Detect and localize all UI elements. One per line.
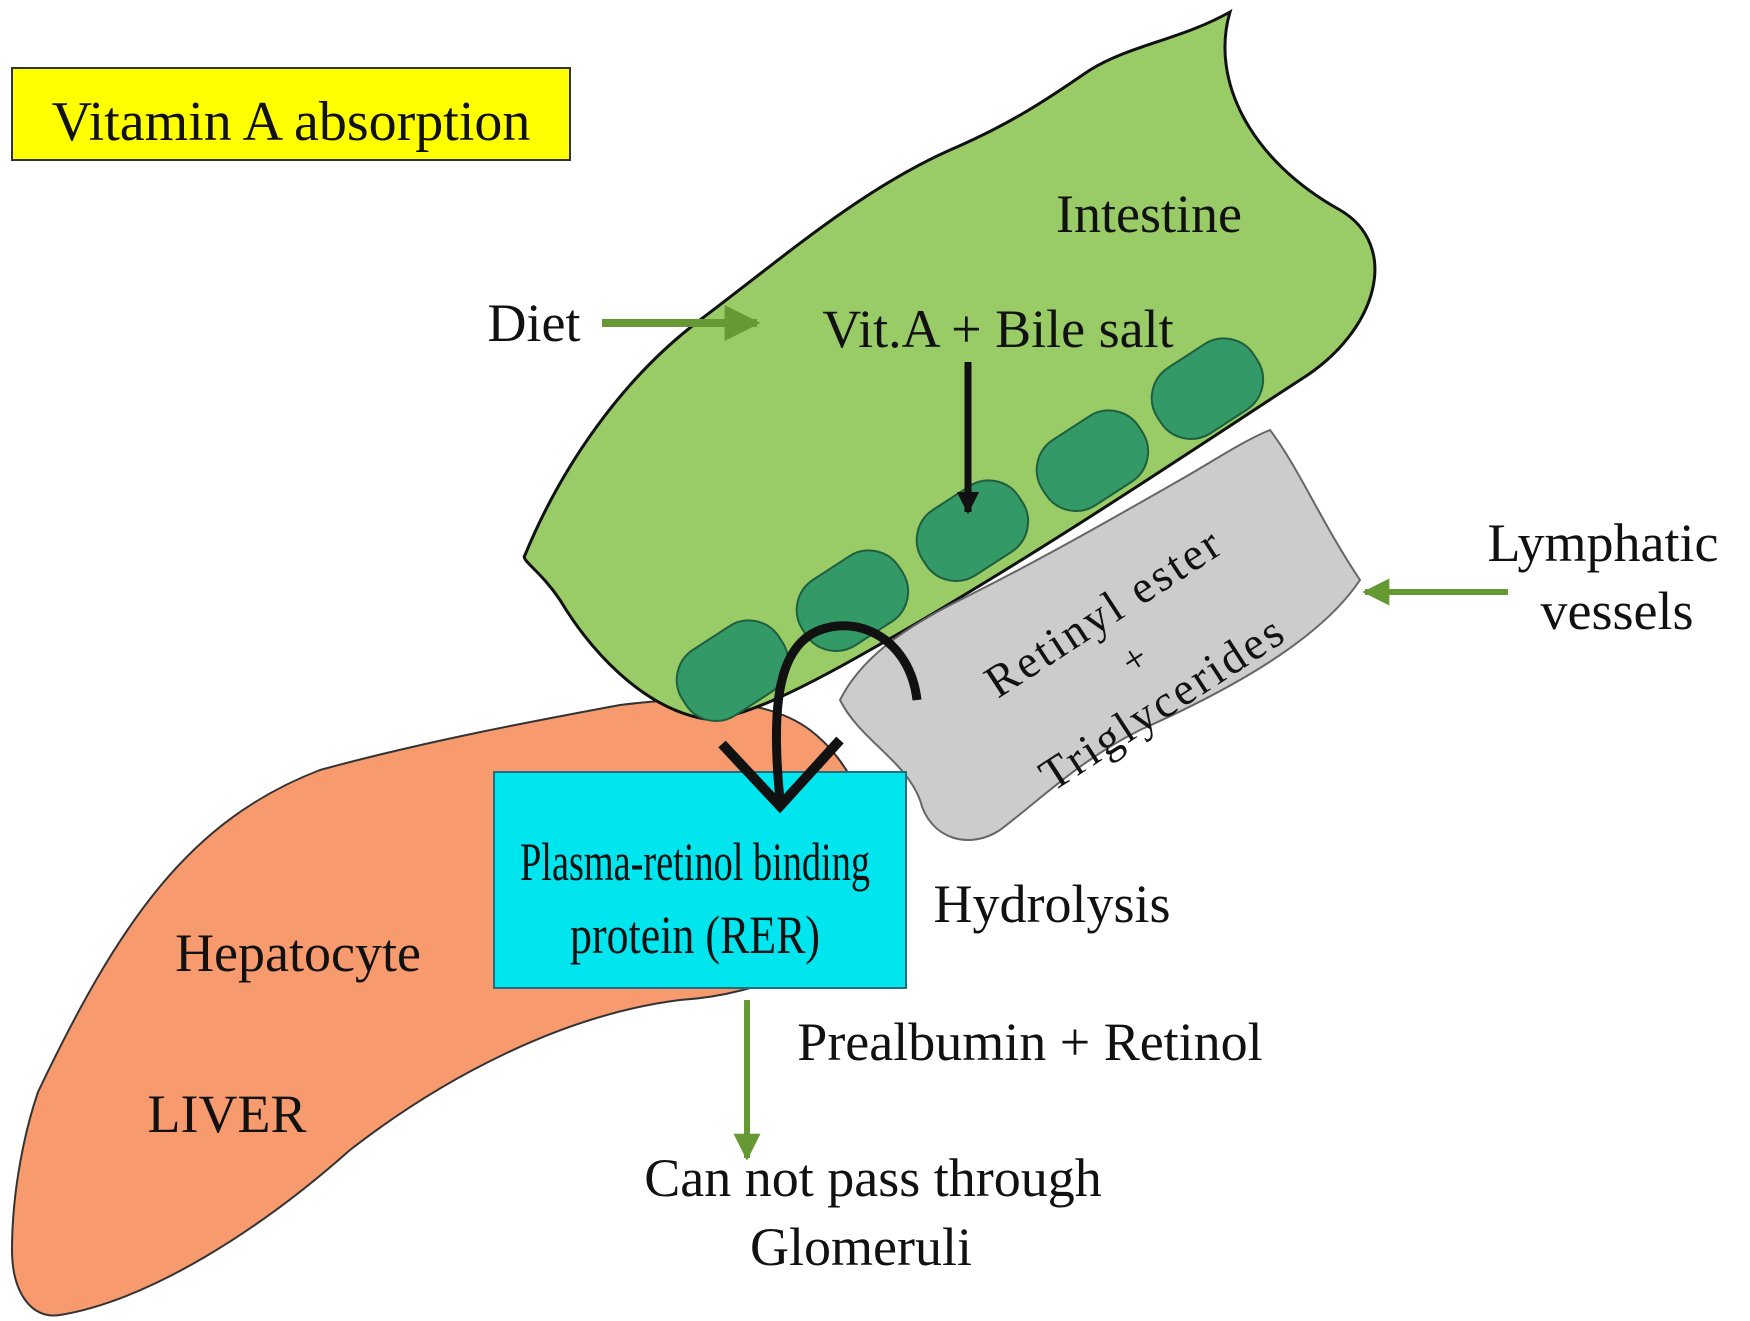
hepatocyte-label: Hepatocyte bbox=[175, 923, 421, 983]
prbp-box: Plasma-retinol binding protein (RER) bbox=[494, 772, 906, 988]
prbp-label-line2: protein (RER) bbox=[570, 905, 820, 965]
vit-a-bile-salt-label: Vit.A + Bile salt bbox=[822, 299, 1173, 359]
title-box: Vitamin A absorption bbox=[12, 68, 570, 160]
intestine-label: Intestine bbox=[1056, 184, 1242, 244]
prbp-label-line1: Plasma-retinol binding bbox=[520, 832, 870, 892]
lymphatic-label-line1: Lymphatic bbox=[1488, 513, 1719, 573]
glomeruli-label-line2: Glomeruli bbox=[750, 1217, 972, 1277]
lymphatic-label-line2: vessels bbox=[1541, 581, 1694, 641]
prealbumin-retinol-label: Prealbumin + Retinol bbox=[797, 1012, 1262, 1072]
hydrolysis-label: Hydrolysis bbox=[933, 874, 1170, 934]
glomeruli-label-line1: Can not pass through bbox=[644, 1148, 1101, 1208]
title: Vitamin A absorption bbox=[52, 91, 531, 153]
liver-label: LIVER bbox=[148, 1084, 307, 1144]
diet-label: Diet bbox=[488, 293, 581, 353]
